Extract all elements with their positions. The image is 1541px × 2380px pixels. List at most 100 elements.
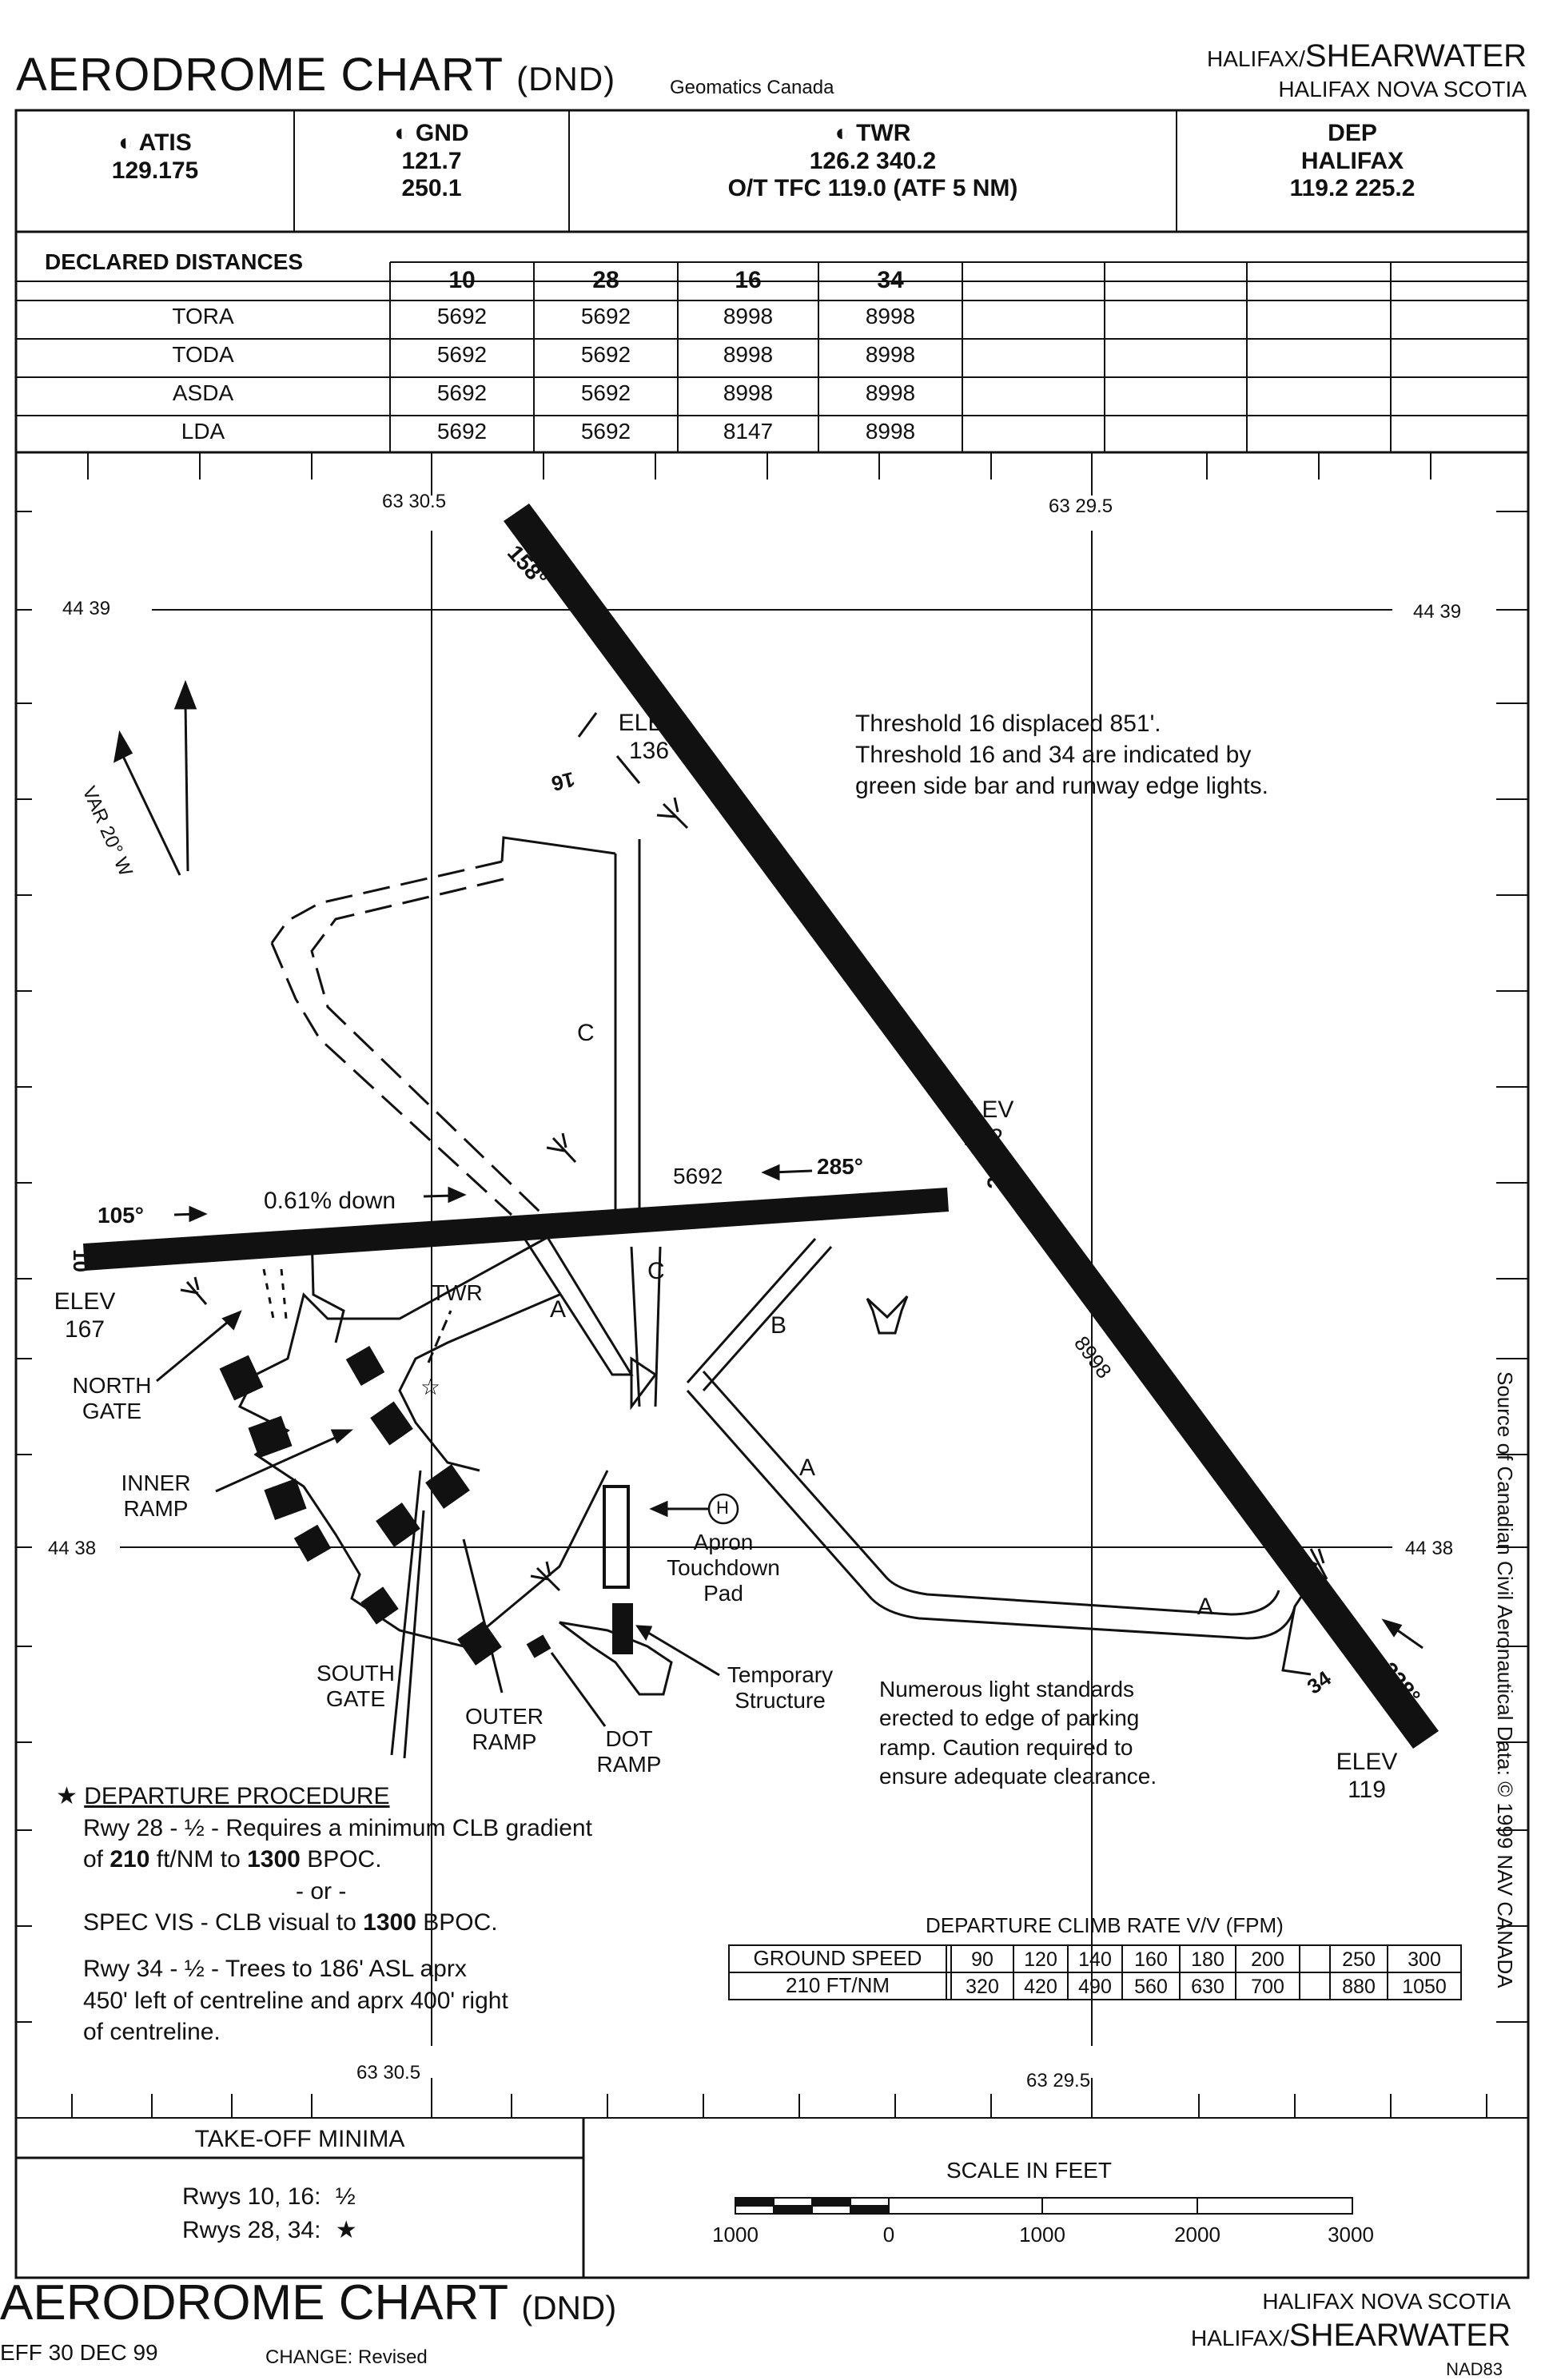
takeoff-rwys-28-34-value: ★: [335, 2217, 357, 2243]
scale-bar-fills: [735, 2198, 889, 2214]
takeoff-minima-values: Rwys 10, 16: ½ Rwys 28, 34: ★: [182, 2180, 357, 2247]
outer-ramp-label: OUTER RAMP: [444, 1704, 564, 1755]
outer-ramp-line1: OUTER: [465, 1704, 544, 1729]
rwy34-elev-label: ELEV: [1336, 1749, 1398, 1775]
light-note-line1: Numerous light standards: [879, 1677, 1135, 1701]
closed-taxiway: [270, 860, 561, 1232]
dep-cell: DEP HALIFAX 119.2 225.2: [1177, 120, 1528, 203]
declared-distance-value: 5692: [580, 304, 631, 328]
rwy10-elev-value: 167: [64, 1315, 106, 1343]
climb-rate-cell: 420: [1024, 1976, 1057, 1998]
declared-distance-value: 5692: [436, 342, 488, 367]
climb-rate-table: [728, 1944, 1462, 2000]
apron-outline: [237, 1229, 609, 1648]
lat-label-top-right: 44 39: [1413, 601, 1462, 623]
taxiway-c-label-upper: C: [577, 1020, 595, 1046]
climb-rate-cell: 300: [1408, 1948, 1441, 1971]
outer-ramp-line2: RAMP: [472, 1729, 537, 1755]
header-province: HALIFAX NOVA SCOTIA: [1278, 77, 1527, 101]
edge-ticks: [16, 452, 1528, 2119]
dep-label: DEP: [1328, 120, 1377, 146]
declared-distance-value: 5692: [436, 304, 488, 328]
chart-title: AERODROME CHART (DND): [16, 48, 615, 101]
climb-row2-label: 210 FT/NM: [785, 1973, 890, 1997]
climb-rate-cell: 250: [1342, 1948, 1376, 1971]
rwy28-number: 28: [982, 1164, 1008, 1189]
declared-distance-value: 8998: [865, 304, 916, 328]
north-gate-label: NORTH GATE: [48, 1373, 176, 1424]
runway-slope: 0.61% down: [264, 1188, 396, 1214]
callout-arrows: [113, 679, 1424, 1759]
declared-distance-value: 5692: [580, 380, 631, 405]
climb-rate-cell: 560: [1134, 1976, 1168, 1998]
north-gate-line1: NORTH: [72, 1373, 152, 1398]
declared-distance-value: 5692: [436, 380, 488, 405]
taxiway-a-label-east: A: [1197, 1594, 1214, 1620]
takeoff-rwys-10-16-value: ½: [335, 2183, 356, 2210]
apron-touchdown-label: Apron Touchdown Pad: [639, 1530, 807, 1607]
departure-line1: Rwy 28 - ½ - Requires a minimum CLB grad…: [83, 1814, 592, 1841]
declared-distance-value: 5692: [580, 419, 631, 444]
declared-distance-value: 8147: [723, 419, 774, 444]
chart-title-suffix: (DND): [516, 60, 616, 98]
wind-indicator-icon: [866, 1295, 909, 1335]
declared-row-name: TORA: [172, 304, 234, 328]
rwy10-elev-label: ELEV: [54, 1288, 116, 1315]
gnd-label: GND: [415, 120, 469, 146]
apron-touchdown-pad: [603, 1485, 630, 1589]
change-note: CHANGE: Revised: [265, 2346, 428, 2368]
gnd-cell: ◐ GND 121.7 250.1: [294, 120, 569, 203]
inner-ramp-line2: RAMP: [123, 1496, 189, 1522]
declared-distance-value: 8998: [865, 380, 916, 405]
bottom-panels: [16, 2118, 585, 2278]
rwy10-number: 10: [68, 1249, 93, 1272]
apron-label-line1: Apron: [693, 1530, 754, 1554]
takeoff-minima-title: TAKE-OFF MINIMA: [194, 2126, 405, 2152]
departure-line2-part: of: [83, 1846, 110, 1873]
inner-ramp-label: INNER RAMP: [96, 1471, 216, 1522]
climb-rate-cell: 120: [1024, 1948, 1057, 1971]
header-location-city: HALIFAX/: [1206, 46, 1305, 71]
inner-ramp-line1: INNER: [121, 1471, 191, 1495]
atis-cell: ◐ ATIS 129.175: [16, 129, 294, 185]
declared-row-name: LDA: [181, 419, 225, 444]
departure-line5: 450' left of centreline and aprx 400' ri…: [83, 1987, 508, 2014]
departure-line4: Rwy 34 - ½ - Trees to 186' ASL aprx: [83, 1955, 467, 1982]
declared-runway-header: 28: [592, 267, 619, 293]
footer-province: HALIFAX NOVA SCOTIA: [1262, 2289, 1511, 2314]
declared-distance-value: 8998: [865, 419, 916, 444]
lat-label-top-left: 44 39: [62, 598, 111, 619]
runway-16-34: [504, 503, 1439, 1749]
footer-title: AERODROME CHART (DND): [0, 2275, 616, 2331]
threshold-note: Threshold 16 displaced 851'. Threshold 1…: [855, 708, 1268, 802]
declared-distances-title: DECLARED DISTANCES: [45, 249, 304, 274]
twr-frequency: 126.2 340.2: [809, 147, 937, 174]
takeoff-rwys-28-34-label: Rwys 28, 34:: [182, 2217, 321, 2243]
light-standards-note: Numerous light standards erected to edge…: [879, 1675, 1157, 1792]
taxiway-c-label-lower: C: [647, 1258, 665, 1284]
datum-label: NAD83: [1446, 2359, 1503, 2379]
atis-label: ATIS: [138, 129, 192, 156]
heliport-icon: [707, 1493, 739, 1525]
header-location-airport: SHEARWATER: [1304, 38, 1527, 74]
south-gate-label: SOUTH GATE: [296, 1661, 416, 1712]
departure-procedure: ★ DEPARTURE PROCEDURE Rwy 28 - ½ - Requi…: [56, 1781, 592, 2048]
declared-distance-value: 5692: [580, 342, 631, 367]
departure-line2: of 210 ft/NM to 1300 BPOC.: [56, 1844, 592, 1876]
departure-line6: of centreline.: [83, 2019, 221, 2046]
scale-label: 1000: [1019, 2223, 1065, 2247]
scale-label: 0: [882, 2223, 895, 2247]
rwy16-elev-label: ELEV: [618, 710, 680, 736]
departure-visual-altitude: 1300: [363, 1909, 416, 1936]
runway-10-28: [83, 1188, 949, 1271]
scale-label: 2000: [1174, 2223, 1220, 2247]
declared-distance-value: 8998: [723, 304, 774, 328]
lon-label-top-left: 63 30.5: [382, 491, 447, 512]
climb-rate-title: DEPARTURE CLIMB RATE V/V (FPM): [926, 1913, 1284, 1937]
departure-title: DEPARTURE PROCEDURE: [84, 1783, 390, 1809]
dep-facility: HALIFAX: [1300, 147, 1404, 174]
rwy34-elevation: ELEV 119: [1327, 1749, 1407, 1804]
lat-label-bottom-right: 44 38: [1405, 1538, 1454, 1559]
climb-rate-cell: 140: [1078, 1948, 1112, 1971]
departure-line3-part: BPOC.: [416, 1909, 498, 1936]
